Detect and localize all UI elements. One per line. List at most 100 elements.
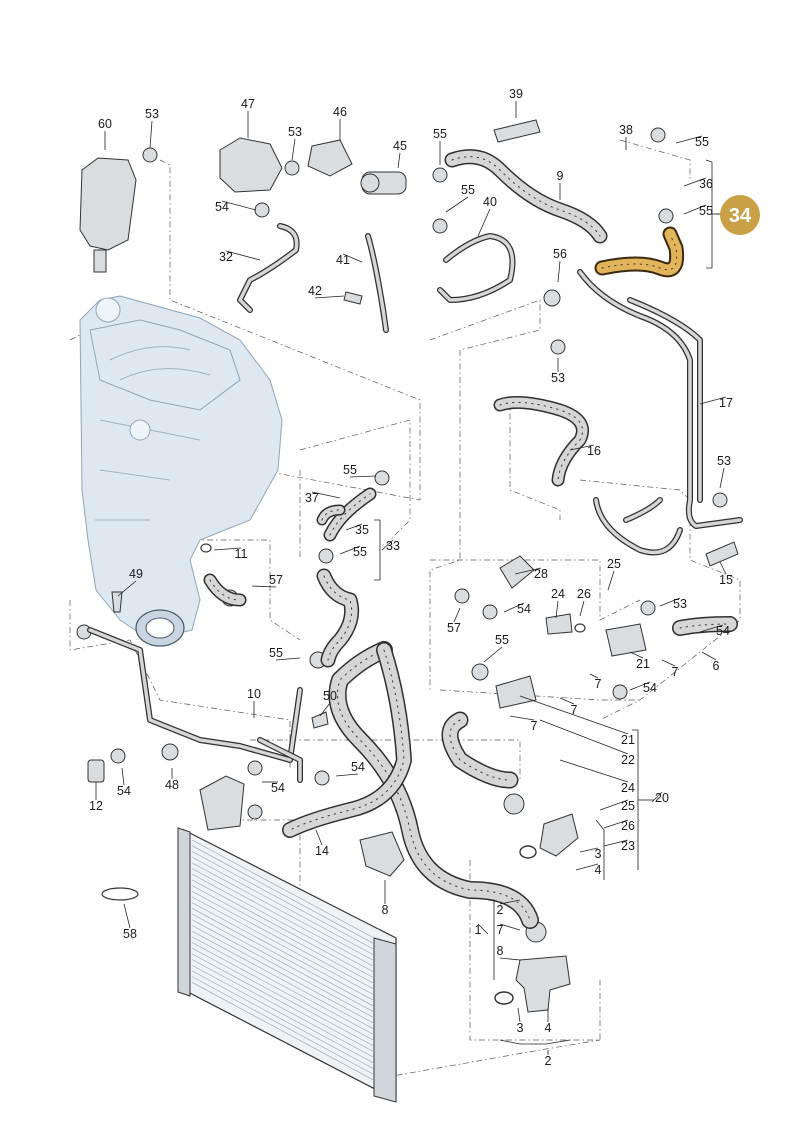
leader-line (319, 702, 331, 717)
leader-line (514, 567, 542, 575)
leader-line (539, 719, 629, 755)
part-label-54: 54 (215, 200, 229, 214)
leader-line (339, 545, 361, 555)
leader-line (603, 839, 629, 847)
leader-line (149, 120, 153, 149)
part-label-3: 3 (595, 847, 602, 861)
leader-line (683, 204, 707, 215)
part-label-50: 50 (323, 689, 337, 703)
leader-line (607, 570, 615, 591)
part-label-32: 32 (219, 250, 233, 264)
leader-lines (95, 101, 727, 1055)
part-label-55: 55 (433, 127, 447, 141)
part-label-10: 10 (247, 687, 261, 701)
part-label-22: 22 (621, 753, 635, 767)
leader-line (225, 250, 261, 261)
leader-line (603, 819, 629, 829)
leader-line (213, 547, 242, 551)
leader-line (499, 923, 521, 931)
part-label-46: 46 (333, 105, 347, 119)
part-label-54: 54 (716, 624, 730, 638)
leader-line (335, 773, 359, 777)
part-label-35: 35 (355, 523, 369, 537)
part-label-12: 12 (89, 799, 103, 813)
part-label-42: 42 (308, 284, 322, 298)
part-label-7: 7 (571, 703, 578, 717)
leader-line (499, 899, 521, 905)
part-label-25: 25 (621, 799, 635, 813)
part-label-28: 28 (534, 567, 548, 581)
part-label-55: 55 (495, 633, 509, 647)
leader-line (579, 847, 599, 853)
leader-line (117, 580, 137, 597)
part-label-26: 26 (621, 819, 635, 833)
part-label-55: 55 (699, 204, 713, 218)
part-label-38: 38 (619, 123, 633, 137)
leader-line (651, 791, 663, 803)
callout-34[interactable]: 34 (716, 195, 760, 235)
leader-line (381, 539, 394, 551)
part-label-48: 48 (165, 778, 179, 792)
engine-block (79, 295, 283, 647)
leader-line (509, 715, 535, 721)
leader-line (121, 767, 125, 786)
part-label-53: 53 (145, 107, 159, 121)
part-label-55: 55 (343, 463, 357, 477)
part-label-25: 25 (607, 557, 621, 571)
part-label-41: 41 (336, 253, 350, 267)
part-label-2: 2 (497, 903, 504, 917)
part-label-1: 1 (475, 923, 482, 937)
callout-34-label: 34 (729, 205, 752, 227)
leader-line (315, 829, 323, 846)
part-label-20: 20 (655, 791, 669, 805)
part-label-53: 53 (288, 125, 302, 139)
part-label-15: 15 (719, 573, 733, 587)
leader-line (311, 491, 341, 499)
leader-line (445, 196, 469, 213)
part-label-21: 21 (636, 657, 650, 671)
part-label-2: 2 (545, 1054, 552, 1068)
leader-line (483, 646, 503, 663)
leader-line (275, 657, 301, 661)
part-label-53: 53 (551, 371, 565, 385)
leader-line (699, 624, 724, 633)
leader-line (701, 651, 717, 661)
leader-line (599, 799, 629, 811)
highlighted-hose-34 (594, 226, 685, 278)
leader-line (683, 177, 707, 187)
part-label-17: 17 (719, 396, 733, 410)
part-label-53: 53 (717, 454, 731, 468)
part-label-36: 36 (699, 177, 713, 191)
leader-line (579, 600, 585, 617)
group-brackets (374, 159, 722, 1045)
part-label-33: 33 (386, 539, 400, 553)
part-label-60: 60 (98, 117, 112, 131)
part-label-4: 4 (595, 863, 602, 877)
part-label-54: 54 (643, 681, 657, 695)
part-label-55: 55 (695, 135, 709, 149)
part-label-54: 54 (117, 784, 131, 798)
part-label-4: 4 (545, 1021, 552, 1035)
leader-line (557, 260, 561, 283)
part-label-7: 7 (595, 677, 602, 691)
part-label-24: 24 (621, 781, 635, 795)
leader-line (569, 444, 595, 451)
leader-line (477, 923, 489, 935)
part-label-55: 55 (461, 183, 475, 197)
part-label-3: 3 (517, 1021, 524, 1035)
part-label-37: 37 (305, 491, 319, 505)
radiator (177, 827, 397, 1103)
part-label-40: 40 (483, 195, 497, 209)
leader-line (517, 1007, 521, 1023)
leader-line (629, 681, 651, 691)
part-label-55: 55 (353, 545, 367, 559)
leader-line (519, 695, 629, 735)
leader-line (661, 659, 676, 667)
leader-line (345, 523, 363, 531)
leader-line (659, 597, 681, 607)
leader-line (629, 651, 644, 659)
part-label-56: 56 (553, 247, 567, 261)
part-label-26: 26 (577, 587, 591, 601)
